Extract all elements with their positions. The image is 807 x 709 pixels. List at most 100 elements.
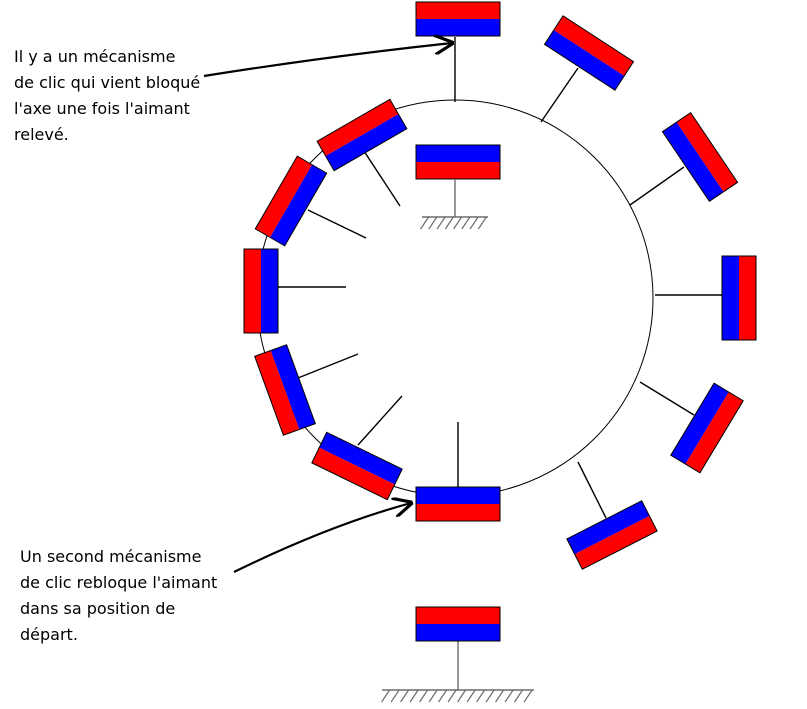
wheel-magnet	[415, 144, 501, 180]
top-annotation-text: Il y a un mécanisme de clic qui vient bl…	[14, 44, 200, 148]
magnet-pole	[254, 350, 300, 436]
wheel-magnet	[670, 382, 744, 474]
magnet-outline	[415, 1, 501, 37]
magnet-pole	[416, 162, 500, 179]
bottom-annotation-line: de clic rebloque l'aimant	[20, 573, 218, 592]
ground-hatch	[514, 689, 524, 703]
wheel-magnet	[721, 255, 757, 341]
wheel-magnet	[243, 248, 279, 334]
magnet-pole	[270, 344, 316, 430]
ground-hatch	[428, 689, 438, 703]
wheel-magnet	[254, 344, 316, 436]
ground-hatch	[461, 216, 471, 230]
magnet-pole	[416, 624, 500, 641]
magnet-rod	[629, 166, 685, 206]
magnet-rod	[297, 353, 359, 379]
magnet-rod	[639, 381, 695, 416]
bottom-annotation-text: Un second mécanisme de clic rebloque l'a…	[20, 544, 217, 648]
top-annotation-line: l'axe une fois l'aimant	[14, 99, 190, 118]
magnet-pole	[739, 256, 756, 340]
magnet-outline	[415, 486, 501, 522]
ground-hatch	[436, 216, 446, 230]
top-annotation-line: relevé.	[14, 125, 69, 144]
magnet-outline	[670, 382, 744, 474]
magnet-pole	[416, 2, 500, 19]
magnet-pole	[574, 515, 658, 570]
ground-hatch	[453, 216, 463, 230]
ground-hatch	[476, 689, 486, 703]
magnet-outline	[566, 500, 658, 570]
magnet-pole	[544, 30, 625, 91]
magnet-outline	[661, 111, 739, 203]
wheel-magnet	[543, 15, 635, 91]
ground-hatch	[485, 689, 495, 703]
magnet-pole	[722, 256, 739, 340]
ground-hatch	[438, 689, 448, 703]
bottom-annotation-line: Un second mécanisme	[20, 547, 202, 566]
ground-hatch	[400, 689, 410, 703]
magnet-outline	[311, 431, 403, 501]
ground-hatch	[381, 689, 391, 703]
magnet-outline	[254, 344, 316, 436]
magnet-outline	[415, 606, 501, 642]
magnet-rod	[357, 395, 403, 446]
magnet-pole	[685, 391, 744, 473]
magnet-pole	[416, 487, 500, 504]
ground-hatch	[495, 689, 505, 703]
wheel-magnet	[311, 431, 403, 501]
magnet-pole	[676, 112, 738, 192]
ground-hatch	[390, 689, 400, 703]
bottom-annotation-line: dans sa position de	[20, 599, 176, 618]
magnet-pole	[662, 122, 724, 202]
ground-hatch	[420, 216, 430, 230]
magnet-pole	[325, 114, 407, 171]
top-annotation-arrow	[203, 43, 452, 78]
magnet-pole	[255, 156, 312, 238]
magnet-pole	[416, 145, 500, 162]
ground-hatch	[447, 689, 457, 703]
magnet-rod	[540, 67, 579, 123]
ground-hatch	[457, 689, 467, 703]
magnet-pole	[416, 19, 500, 36]
ground-hatch	[477, 216, 487, 230]
magnet-pole	[670, 383, 729, 465]
magnet-outline	[243, 248, 279, 334]
bottom-annotation-arrow	[233, 503, 411, 573]
magnet-pole	[553, 15, 634, 76]
magnet-pole	[261, 249, 278, 333]
magnet-pole	[317, 99, 399, 156]
magnet-rod	[359, 144, 401, 207]
ground-hatch	[428, 216, 438, 230]
top-annotation-line: Il y a un mécanisme	[14, 47, 176, 66]
magnet-pole	[566, 500, 650, 555]
wheel-magnet	[661, 111, 739, 203]
magnet-outline	[721, 255, 757, 341]
top-annotation-line: de clic qui vient bloqué	[14, 73, 201, 92]
magnet-pole	[311, 447, 395, 500]
wheel-magnet	[415, 486, 501, 522]
magnet-outline	[543, 15, 635, 91]
magnet-pole	[270, 164, 327, 246]
bottom-annotation-line: départ.	[20, 625, 78, 644]
wheel-magnet	[415, 1, 501, 37]
ground-hatch	[523, 689, 533, 703]
ground-hatch	[409, 689, 419, 703]
magnet-group	[243, 1, 757, 570]
magnet-pole	[416, 504, 500, 521]
magnet-outline	[254, 155, 328, 247]
magnet-pole	[319, 432, 403, 485]
ground-hatch	[466, 689, 476, 703]
magnet-pole	[416, 607, 500, 624]
magnet-outline	[316, 98, 408, 172]
wheel-magnet	[566, 500, 658, 570]
ground-hatch	[469, 216, 479, 230]
ground-hatch	[444, 216, 454, 230]
ground-hatch	[504, 689, 514, 703]
ground-magnet-group	[381, 180, 534, 703]
wheel-magnet	[254, 155, 328, 247]
magnet-pole	[244, 249, 261, 333]
magnet-rod	[307, 209, 367, 239]
ground-magnet	[415, 606, 501, 642]
magnet-outline	[415, 144, 501, 180]
